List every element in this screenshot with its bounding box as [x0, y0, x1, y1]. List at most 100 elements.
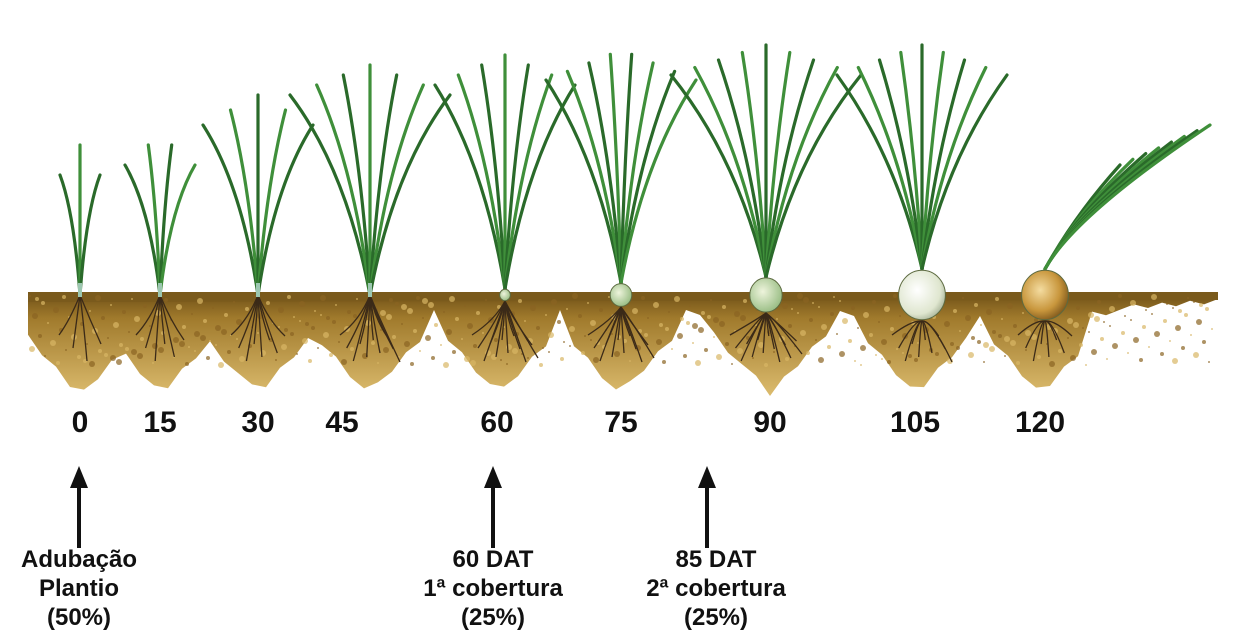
soil-grain: [983, 361, 985, 363]
soil-grain: [953, 309, 957, 313]
soil-grain: [122, 310, 126, 314]
soil-grain: [197, 298, 203, 304]
soil-grain: [305, 322, 309, 326]
arrow-up-icon: [697, 466, 717, 548]
soil-grain: [704, 348, 708, 352]
soil-grain: [707, 315, 711, 319]
soil-grain: [914, 358, 918, 362]
day-label-75: 75: [604, 408, 637, 438]
soil-grain: [1004, 355, 1006, 357]
soil-grain: [215, 344, 217, 346]
soil-grain: [131, 349, 137, 355]
soil-grain: [110, 304, 112, 306]
pseudostem: [78, 283, 82, 297]
soil-grain: [464, 356, 470, 362]
soil-grain: [818, 357, 824, 363]
soil-grain: [743, 299, 747, 303]
soil-grain: [608, 296, 610, 298]
soil-grain: [644, 333, 648, 337]
soil-grain: [125, 347, 129, 351]
soil-grain: [740, 315, 746, 321]
soil-grain: [446, 329, 452, 335]
soil-grain: [1112, 343, 1118, 349]
soil-grain: [482, 332, 484, 334]
soil-grain: [323, 332, 329, 338]
soil-grain: [485, 299, 487, 301]
leaf: [370, 95, 450, 295]
soil-grain: [815, 339, 817, 341]
soil-grain: [1085, 364, 1087, 366]
soil-grain: [590, 339, 592, 341]
soil-grain: [419, 350, 421, 352]
soil-grain: [950, 342, 954, 346]
soil-grain: [1205, 307, 1209, 311]
soil-grain: [95, 295, 101, 301]
soil-grain: [224, 313, 228, 317]
soil-grain: [545, 314, 547, 316]
soil-grain: [143, 304, 147, 308]
soil-grain: [878, 321, 880, 323]
soil-grain: [722, 305, 726, 309]
soil-grain: [1181, 346, 1185, 350]
soil-grain: [1187, 297, 1189, 299]
soil-grain: [641, 296, 645, 300]
soil-grain: [797, 312, 799, 314]
soil-grain: [332, 320, 336, 324]
soil-grain: [1025, 330, 1031, 336]
soil-grain: [854, 360, 856, 362]
soil-grain: [842, 318, 848, 324]
soil-grain: [839, 300, 841, 302]
soil-grain: [200, 335, 206, 341]
soil-grain: [713, 336, 715, 338]
soil-grain: [893, 294, 897, 298]
soil-grain: [527, 357, 529, 359]
soil-grain: [1130, 319, 1132, 321]
soil-grain: [875, 354, 877, 356]
soil-grain: [317, 347, 319, 349]
soil-grain: [860, 364, 862, 366]
soil-grain: [812, 302, 814, 304]
soil-grain: [719, 321, 725, 327]
soil-grain: [386, 314, 392, 320]
soil-grain: [1013, 324, 1017, 328]
soil-grain: [380, 310, 386, 316]
soil-grain: [731, 363, 733, 365]
soil-grain: [152, 343, 158, 349]
soil-grain: [671, 348, 673, 350]
soil-grain: [539, 363, 543, 367]
soil-grain: [959, 330, 961, 332]
soil-grain: [1211, 328, 1213, 330]
soil-grain: [443, 311, 445, 313]
soil-grain: [245, 307, 249, 311]
soil-grain: [1193, 352, 1199, 358]
soil-grain: [836, 333, 838, 335]
soil-grain: [584, 335, 586, 337]
soil-grain: [692, 323, 698, 329]
second-coverage-note: 85 DAT 2ª cobertura (25%): [646, 545, 786, 632]
soil-grain: [308, 359, 312, 363]
soil-grain: [677, 333, 683, 339]
soil-grain: [284, 328, 288, 332]
soil-grain: [287, 295, 291, 299]
soil-grain: [1079, 343, 1083, 347]
day-label-120: 120: [1015, 408, 1065, 438]
soil-grain: [1175, 325, 1181, 331]
soil-grain: [422, 298, 428, 304]
soil-grain: [191, 313, 193, 315]
soil-grain: [176, 304, 182, 310]
soil-grain: [410, 362, 414, 366]
soil-grain: [131, 298, 133, 300]
soil-grain: [689, 305, 691, 307]
bulb: [750, 278, 782, 312]
soil-grain: [350, 347, 354, 351]
leaf: [60, 175, 80, 295]
soil-grain: [599, 308, 603, 312]
day-label-105: 105: [890, 408, 940, 438]
soil-grain: [902, 352, 904, 354]
soil-grain: [659, 323, 663, 327]
soil-grain: [44, 355, 46, 357]
soil-grain: [1127, 352, 1129, 354]
leaf: [482, 65, 505, 289]
soil-grain: [278, 307, 284, 313]
